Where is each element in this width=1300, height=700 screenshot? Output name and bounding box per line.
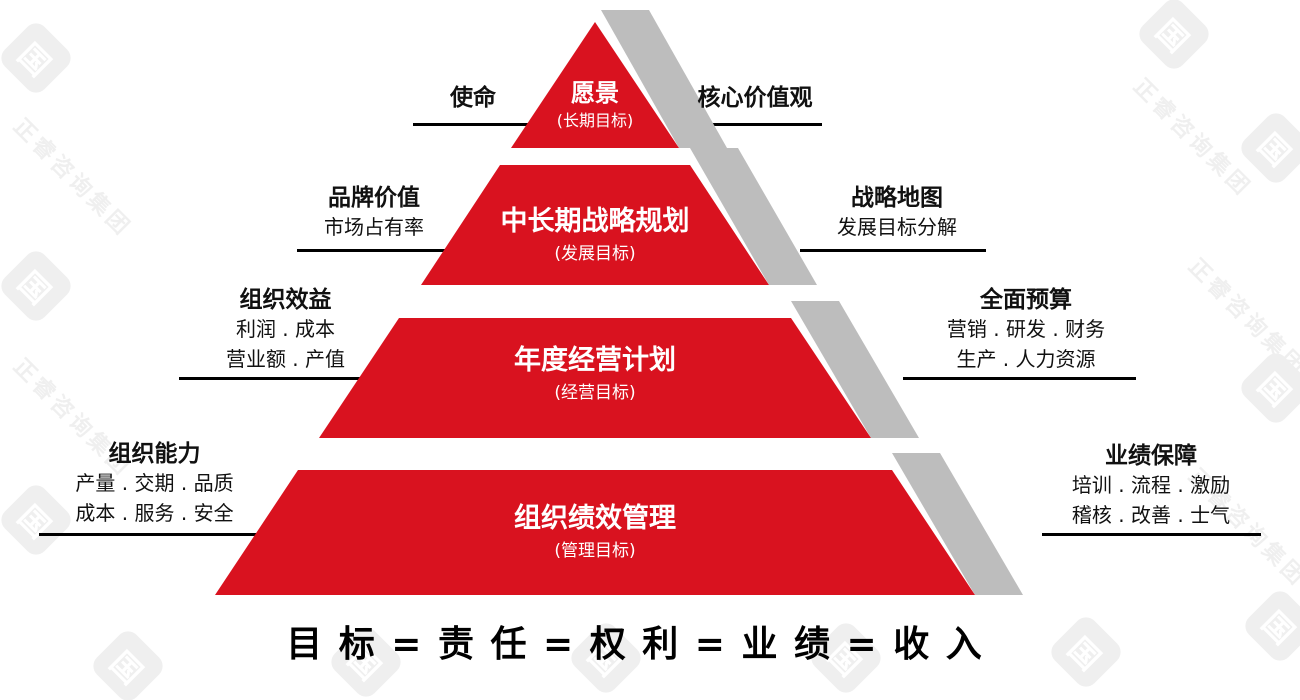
pyramid-level-1-face — [511, 22, 679, 148]
right-label-4-heading: 业绩保障 — [1105, 443, 1197, 469]
right-label-core-values: 核心价值观 — [680, 84, 830, 112]
right-connector-line-4 — [1042, 533, 1261, 536]
level-2-title: 中长期战略规划 — [500, 206, 690, 237]
right-label-1-heading: 核心价值观 — [697, 85, 813, 111]
left-connector-line-1 — [413, 123, 541, 126]
left-label-3-line: 营业额 . 产值 — [225, 347, 346, 371]
right-label-3-line: 营销 . 研发 . 财务 — [946, 317, 1106, 341]
pyramid-level-3-face — [319, 318, 871, 438]
left-connector-line-3 — [179, 377, 375, 380]
level-1-subtitle: (长期目标) — [556, 111, 634, 130]
right-connector-line-1 — [697, 123, 822, 126]
pyramid-level-3-shadow — [791, 301, 919, 438]
pyramid-level-4-face — [215, 470, 975, 595]
pyramid-level-4-shadow — [892, 453, 1023, 595]
right-connector-line-2 — [800, 249, 986, 252]
level-2-subtitle: (发展目标) — [554, 244, 636, 264]
right-label-3-line: 生产 . 人力资源 — [956, 347, 1096, 371]
right-label-2-heading: 战略地图 — [851, 185, 943, 211]
right-label-performance-guarantee: 业绩保障 培训 . 流程 . 激励 稽核 . 改善 . 士气 — [1040, 442, 1262, 530]
pyramid-level-2-face — [421, 165, 769, 285]
left-connector-line-2 — [297, 249, 447, 252]
pyramid-level-2-shadow — [690, 148, 817, 285]
pyramid-level-3-text: 年度经营计划 (经营目标) — [445, 346, 745, 404]
right-label-3-heading: 全面预算 — [980, 287, 1072, 313]
left-label-3-heading: 组织效益 — [239, 287, 332, 313]
left-label-org-benefit: 组织效益 利润 . 成本 营业额 . 产值 — [183, 286, 388, 374]
bottom-slogan: 目 标 = 责 任 = 权 利 = 业 绩 = 收 入 — [286, 624, 984, 665]
right-label-2-line: 发展目标分解 — [837, 215, 957, 239]
level-4-title: 组织绩效管理 — [514, 503, 676, 534]
pyramid-level-1-text: 愿景 (长期目标) — [445, 78, 745, 132]
left-label-1-heading: 使命 — [450, 85, 496, 111]
left-label-org-capability: 组织能力 产量 . 交期 . 品质 成本 . 服务 . 安全 — [42, 440, 267, 528]
left-label-4-line: 成本 . 服务 . 安全 — [75, 501, 234, 525]
pyramid-level-4-text: 组织绩效管理 (管理目标) — [445, 504, 745, 562]
right-connector-line-3 — [903, 377, 1136, 380]
pyramid-level-2-text: 中长期战略规划 (发展目标) — [445, 207, 745, 265]
level-4-subtitle: (管理目标) — [554, 541, 636, 561]
right-label-4-line: 培训 . 流程 . 激励 — [1071, 473, 1231, 497]
level-3-subtitle: (经营目标) — [554, 383, 636, 403]
level-3-title: 年度经营计划 — [514, 345, 676, 376]
left-label-4-line: 产量 . 交期 . 品质 — [75, 471, 234, 495]
right-label-strategy-map: 战略地图 发展目标分解 — [806, 184, 988, 242]
left-label-mission: 使命 — [398, 84, 548, 112]
right-label-full-budget: 全面预算 营销 . 研发 . 财务 生产 . 人力资源 — [915, 286, 1137, 374]
left-label-4-heading: 组织能力 — [108, 441, 201, 467]
left-label-2-line: 市场占有率 — [324, 215, 424, 239]
left-connector-line-4 — [39, 533, 264, 536]
right-label-4-line: 稽核 . 改善 . 士气 — [1071, 503, 1231, 527]
pyramid-level-1-shadow — [601, 10, 727, 148]
left-label-brand-value: 品牌价值 市场占有率 — [285, 184, 463, 242]
left-label-3-line: 利润 . 成本 — [235, 317, 336, 341]
left-label-2-heading: 品牌价值 — [328, 185, 420, 211]
level-1-title: 愿景 — [571, 79, 619, 107]
